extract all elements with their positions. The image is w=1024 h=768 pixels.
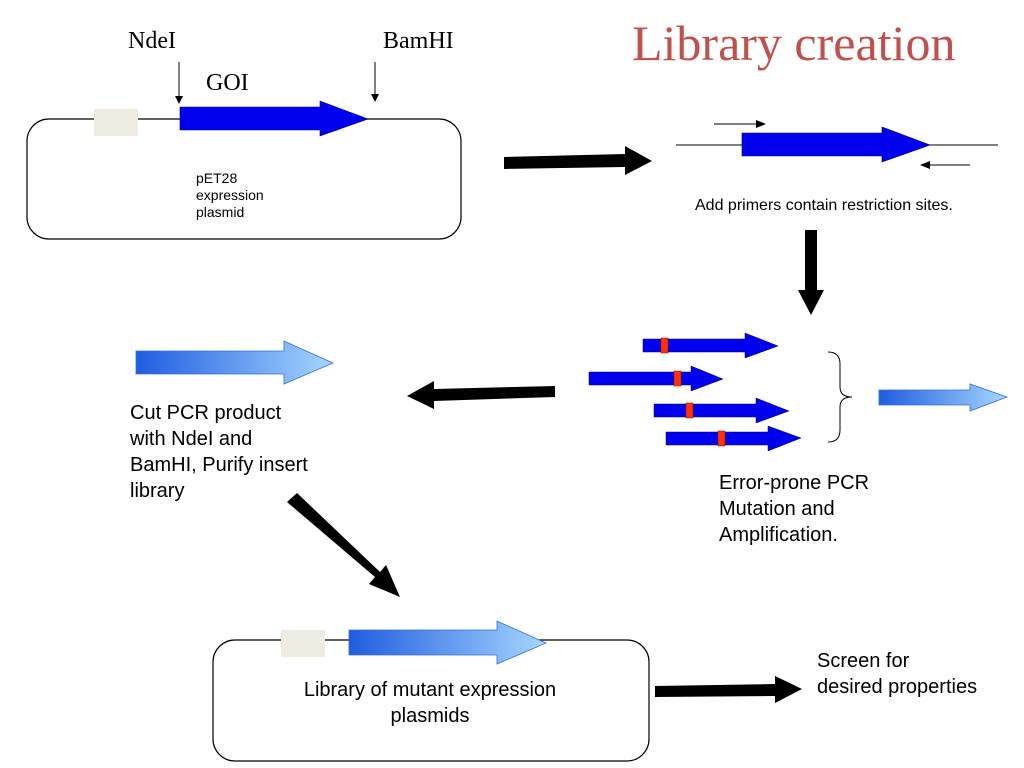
screen-caption: Screen for desired properties	[817, 650, 978, 698]
promoter-box	[94, 109, 138, 136]
library-insert-arrow	[348, 620, 547, 665]
page-title: Library creation	[632, 15, 956, 71]
mutation-mark	[660, 337, 669, 354]
flow-arrow-to-primers	[504, 146, 652, 175]
plasmid-label: pET28 expression plasmid	[196, 170, 264, 220]
goi-arrow	[179, 100, 369, 137]
mutation-mark	[685, 402, 694, 419]
insert-arrow	[741, 126, 931, 163]
bamhi-cut-arrowhead	[371, 94, 379, 102]
mutant-arrow-2	[588, 365, 724, 392]
flow-arrow-diagonal	[287, 493, 400, 597]
library-promoter-box	[281, 630, 325, 657]
flow-arrow-down	[798, 230, 824, 315]
forward-primer-head	[756, 120, 766, 128]
cut-purify-caption: Cut PCR product with NdeI and BamHI, Pur…	[130, 402, 308, 502]
library-result-arrow	[878, 383, 1009, 412]
flow-arrow-to-screen	[655, 676, 802, 703]
reverse-primer-head	[920, 161, 930, 169]
mutant-arrow-1	[642, 332, 779, 359]
mutant-arrow-3	[653, 397, 790, 424]
ndei-label: NdeI	[128, 28, 176, 54]
goi-label: GOI	[206, 70, 249, 96]
cut-insert-arrow	[135, 340, 334, 385]
primers-caption: Add primers contain restriction sites.	[695, 197, 953, 214]
flow-arrow-left	[407, 381, 555, 409]
error-prone-pcr-caption: Error-prone PCR Mutation and Amplificati…	[719, 472, 870, 546]
mutant-arrow-4	[665, 425, 802, 452]
ndei-cut-arrowhead	[175, 96, 183, 104]
library-caption: Library of mutant expression plasmids	[303, 679, 557, 727]
mutation-mark	[673, 370, 682, 387]
bamhi-label: BamHI	[383, 28, 454, 54]
mutation-mark	[717, 430, 726, 447]
grouping-brace	[827, 351, 853, 443]
